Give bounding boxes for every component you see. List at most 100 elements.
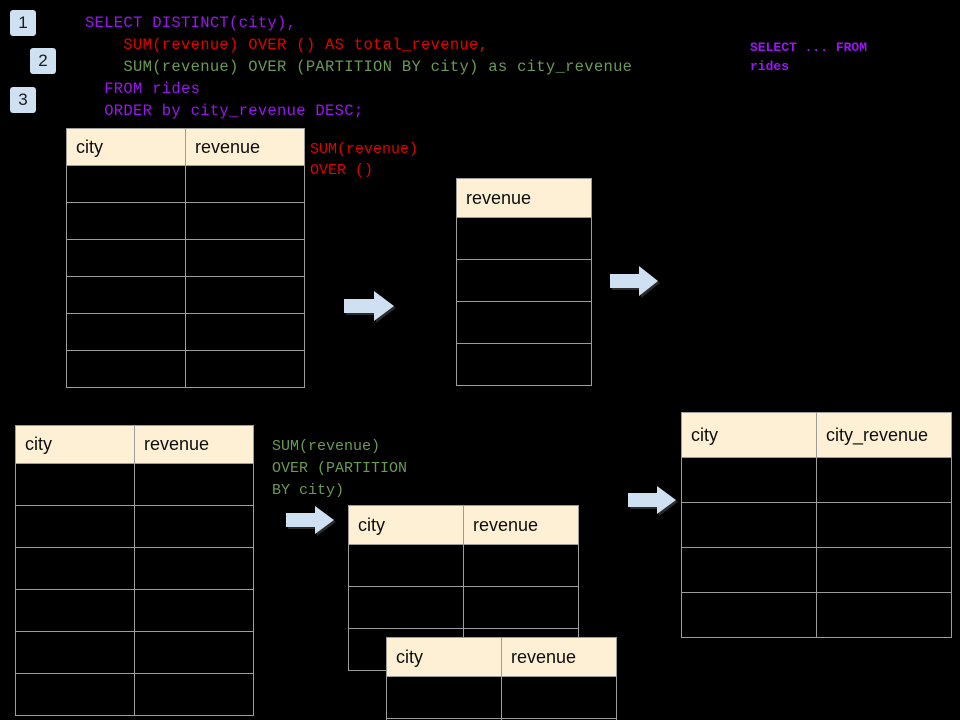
note-select-from-rides: SELECT ... FROM rides bbox=[750, 40, 868, 74]
cell-city bbox=[681, 547, 817, 593]
cell-city bbox=[348, 586, 464, 629]
table-header-row: city city_revenue bbox=[681, 412, 952, 458]
table-header-row: city revenue bbox=[66, 128, 305, 166]
table-result: city city_revenue bbox=[681, 412, 952, 638]
cell-city bbox=[15, 589, 135, 632]
table-row bbox=[15, 631, 254, 674]
step-badge-3: 3 bbox=[10, 87, 36, 113]
cell-revenue bbox=[134, 631, 254, 674]
cell-city bbox=[66, 202, 186, 240]
arrow-source-to-total bbox=[344, 291, 394, 321]
cell-revenue bbox=[134, 547, 254, 590]
table-row bbox=[456, 217, 592, 260]
table-body bbox=[681, 457, 952, 638]
cell-city bbox=[66, 313, 186, 351]
table-row bbox=[386, 676, 617, 719]
cell-city-revenue bbox=[816, 547, 952, 593]
table-partition-b: city revenue bbox=[386, 637, 617, 720]
cell-city bbox=[681, 502, 817, 548]
table-row bbox=[456, 259, 592, 302]
cell-revenue bbox=[185, 350, 305, 388]
table-header-row: city revenue bbox=[386, 637, 617, 677]
column-header-revenue: revenue bbox=[456, 178, 592, 218]
cell-city bbox=[15, 547, 135, 590]
cell-city bbox=[15, 673, 135, 716]
table-row bbox=[66, 165, 305, 203]
table-row bbox=[681, 502, 952, 548]
column-header-city: city bbox=[66, 128, 186, 166]
table-row bbox=[66, 202, 305, 240]
table-row bbox=[456, 301, 592, 344]
cell-city-revenue bbox=[816, 502, 952, 548]
sql-line-from: FROM rides bbox=[85, 80, 201, 98]
table-row bbox=[681, 457, 952, 503]
sql-line-total-revenue: SUM(revenue) OVER () AS total_revenue, bbox=[85, 36, 489, 54]
cell-city bbox=[681, 457, 817, 503]
table-source-bottom: city revenue bbox=[15, 425, 254, 716]
table-row bbox=[66, 276, 305, 314]
sql-line-city-revenue: SUM(revenue) OVER (PARTITION BY city) as… bbox=[85, 58, 633, 76]
column-header-city: city bbox=[681, 412, 817, 458]
cell-city bbox=[348, 544, 464, 587]
cell-revenue bbox=[134, 673, 254, 716]
cell-city bbox=[15, 505, 135, 548]
cell-city bbox=[681, 592, 817, 638]
note-sum-over-partition: SUM(revenue) OVER (PARTITION BY city) bbox=[272, 438, 408, 499]
table-row bbox=[386, 718, 617, 720]
table-row bbox=[15, 463, 254, 506]
step-badge-2: 2 bbox=[30, 48, 56, 74]
column-header-city: city bbox=[348, 505, 464, 545]
table-row bbox=[15, 547, 254, 590]
table-partition-a: city revenue bbox=[348, 505, 579, 671]
cell-city bbox=[15, 463, 135, 506]
cell-city bbox=[66, 276, 186, 314]
cell-revenue bbox=[134, 463, 254, 506]
table-header-row: city revenue bbox=[348, 505, 579, 545]
table-total-revenue: revenue bbox=[456, 178, 592, 386]
cell-revenue bbox=[134, 505, 254, 548]
sql-line-order-by: ORDER by city_revenue DESC; bbox=[85, 102, 364, 120]
column-header-city: city bbox=[386, 637, 502, 677]
cell-city-revenue bbox=[816, 592, 952, 638]
table-header-row: revenue bbox=[456, 178, 592, 218]
cell-revenue bbox=[185, 313, 305, 351]
cell-revenue bbox=[185, 165, 305, 203]
table-row bbox=[456, 343, 592, 386]
cell-revenue bbox=[463, 544, 579, 587]
table-body bbox=[348, 544, 579, 671]
cell-revenue bbox=[456, 259, 592, 302]
column-header-city: city bbox=[15, 425, 135, 464]
table-row bbox=[348, 544, 579, 587]
table-body bbox=[386, 676, 617, 720]
table-row bbox=[681, 547, 952, 593]
cell-city bbox=[386, 676, 502, 719]
table-body bbox=[15, 463, 254, 716]
arrow-total-to-result bbox=[610, 266, 658, 296]
cell-revenue bbox=[185, 239, 305, 277]
cell-city bbox=[66, 239, 186, 277]
table-body bbox=[66, 165, 305, 388]
table-row bbox=[348, 586, 579, 629]
cell-revenue bbox=[134, 589, 254, 632]
cell-revenue bbox=[456, 217, 592, 260]
column-header-city-revenue: city_revenue bbox=[816, 412, 952, 458]
sql-line-select: SELECT DISTINCT(city), bbox=[85, 14, 297, 32]
cell-city-revenue bbox=[816, 457, 952, 503]
table-row bbox=[681, 592, 952, 638]
cell-revenue bbox=[501, 718, 617, 720]
table-header-row: city revenue bbox=[15, 425, 254, 464]
column-header-revenue: revenue bbox=[463, 505, 579, 545]
column-header-revenue: revenue bbox=[501, 637, 617, 677]
cell-revenue bbox=[463, 586, 579, 629]
table-row bbox=[66, 239, 305, 277]
cell-revenue bbox=[185, 202, 305, 240]
step-badge-1: 1 bbox=[10, 10, 36, 36]
column-header-revenue: revenue bbox=[134, 425, 254, 464]
table-row bbox=[66, 350, 305, 388]
arrow-partition-to-result bbox=[628, 486, 676, 514]
cell-revenue bbox=[501, 676, 617, 719]
table-row bbox=[15, 505, 254, 548]
cell-revenue bbox=[185, 276, 305, 314]
table-row bbox=[15, 673, 254, 716]
